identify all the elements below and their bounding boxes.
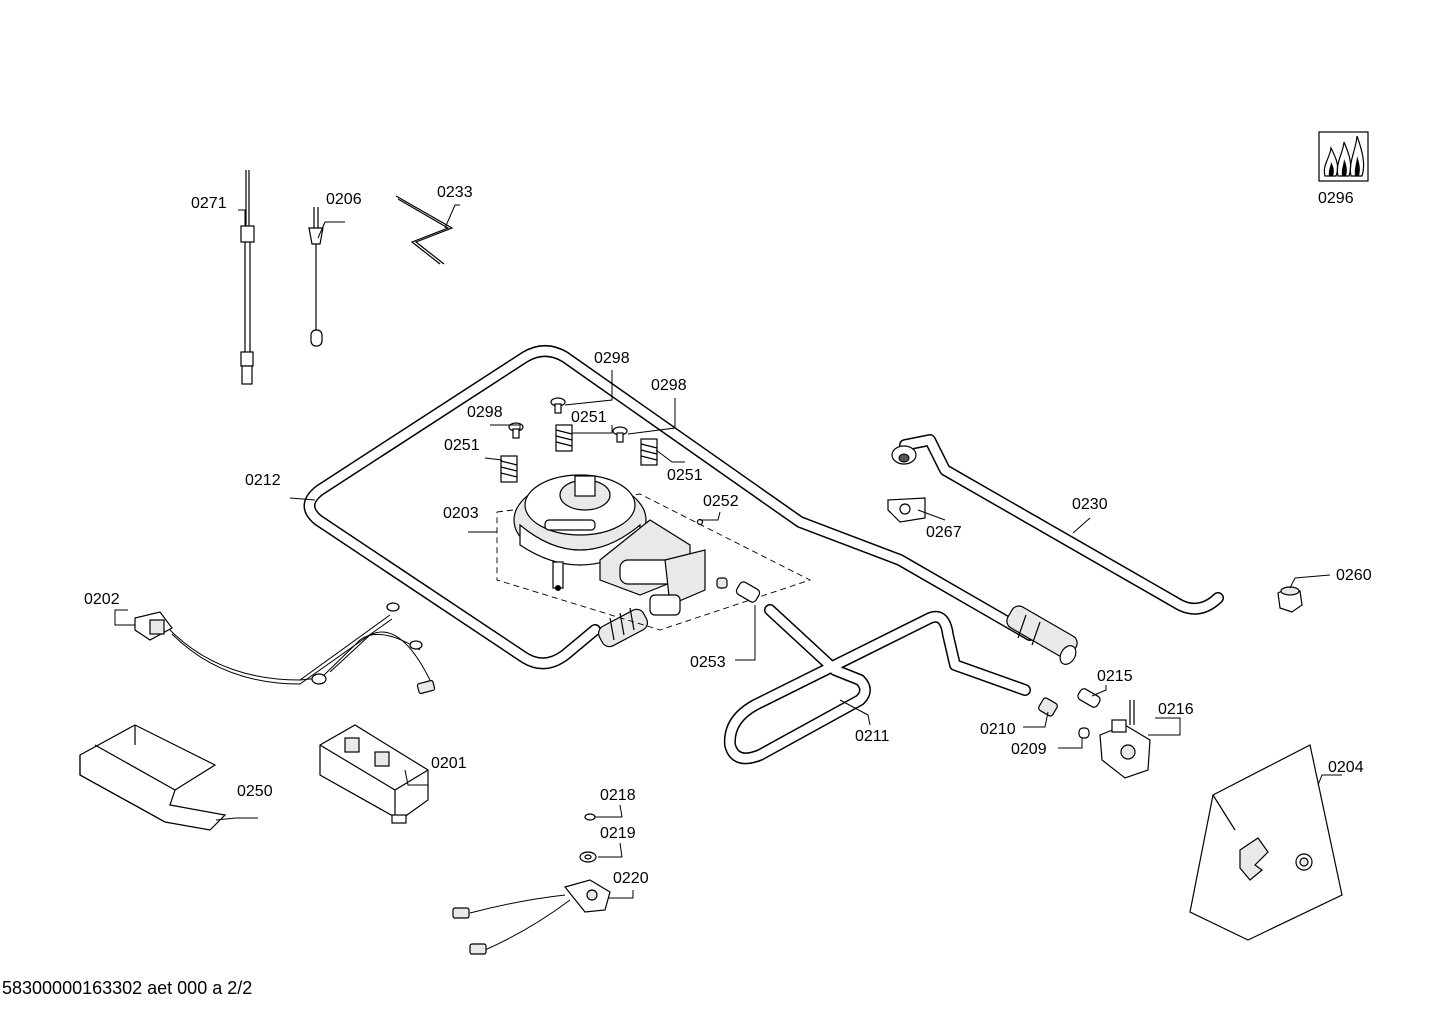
fitting-part (1077, 688, 1101, 708)
spring-part (640, 438, 658, 466)
nut-part (1277, 586, 1303, 613)
screw-part (550, 397, 566, 414)
gas-tube-loop (303, 345, 1078, 670)
label-0215: 0215 (1097, 668, 1133, 685)
label-0216: 0216 (1158, 701, 1194, 718)
label-0219: 0219 (600, 825, 636, 842)
gas-flame-symbol (1318, 131, 1369, 182)
wire-clip-part (395, 195, 454, 265)
label-0298-right: 0298 (651, 377, 687, 394)
label-0204: 0204 (1328, 759, 1364, 776)
label-0230: 0230 (1072, 496, 1108, 513)
label-0298-top: 0298 (594, 350, 630, 367)
label-0220: 0220 (613, 870, 649, 887)
label-0210: 0210 (980, 721, 1016, 738)
label-0267: 0267 (926, 524, 962, 541)
clip-ring-part (584, 813, 596, 821)
label-0250: 0250 (237, 783, 273, 800)
spare-parts-bag (1189, 744, 1343, 941)
fitting-part (1038, 697, 1058, 717)
gasket-part (887, 497, 926, 523)
leader-lines (114, 204, 1342, 899)
spring-part (555, 424, 573, 452)
label-0209: 0209 (1011, 741, 1047, 758)
label-0251-center: 0251 (571, 409, 607, 426)
label-0206: 0206 (326, 191, 362, 208)
valve-part (1099, 700, 1151, 779)
label-0260: 0260 (1336, 567, 1372, 584)
label-0296: 0296 (1318, 190, 1354, 207)
label-0298-left: 0298 (467, 404, 503, 421)
burner-supply-tube (891, 434, 1224, 615)
spring-part (500, 455, 518, 483)
label-0211: 0211 (855, 728, 890, 745)
washer-part (579, 851, 597, 863)
gas-valve-body (496, 474, 812, 631)
label-0218: 0218 (600, 787, 636, 804)
label-0203: 0203 (443, 505, 479, 522)
mount-block-part (319, 724, 429, 824)
fitting-part (1078, 727, 1090, 739)
label-0251-right: 0251 (667, 467, 703, 484)
screw-part (612, 426, 628, 443)
ignition-electrode-part (308, 207, 324, 347)
label-0253: 0253 (690, 654, 726, 671)
label-0201: 0201 (431, 755, 467, 772)
label-0251-left: 0251 (444, 437, 480, 454)
label-0233: 0233 (437, 184, 473, 201)
bracket-part (79, 724, 227, 831)
label-0202: 0202 (84, 591, 120, 608)
thermocouple-part (240, 170, 255, 385)
wire-harness-part (134, 602, 436, 695)
sensor-part (452, 879, 611, 955)
label-0252: 0252 (703, 493, 739, 510)
connection-tube (723, 604, 1031, 765)
document-id-footer: 58300000163302 aet 000 a 2/2 (2, 978, 253, 998)
nozzle-part (716, 577, 761, 603)
label-0271: 0271 (191, 195, 227, 212)
label-0212: 0212 (245, 472, 281, 489)
